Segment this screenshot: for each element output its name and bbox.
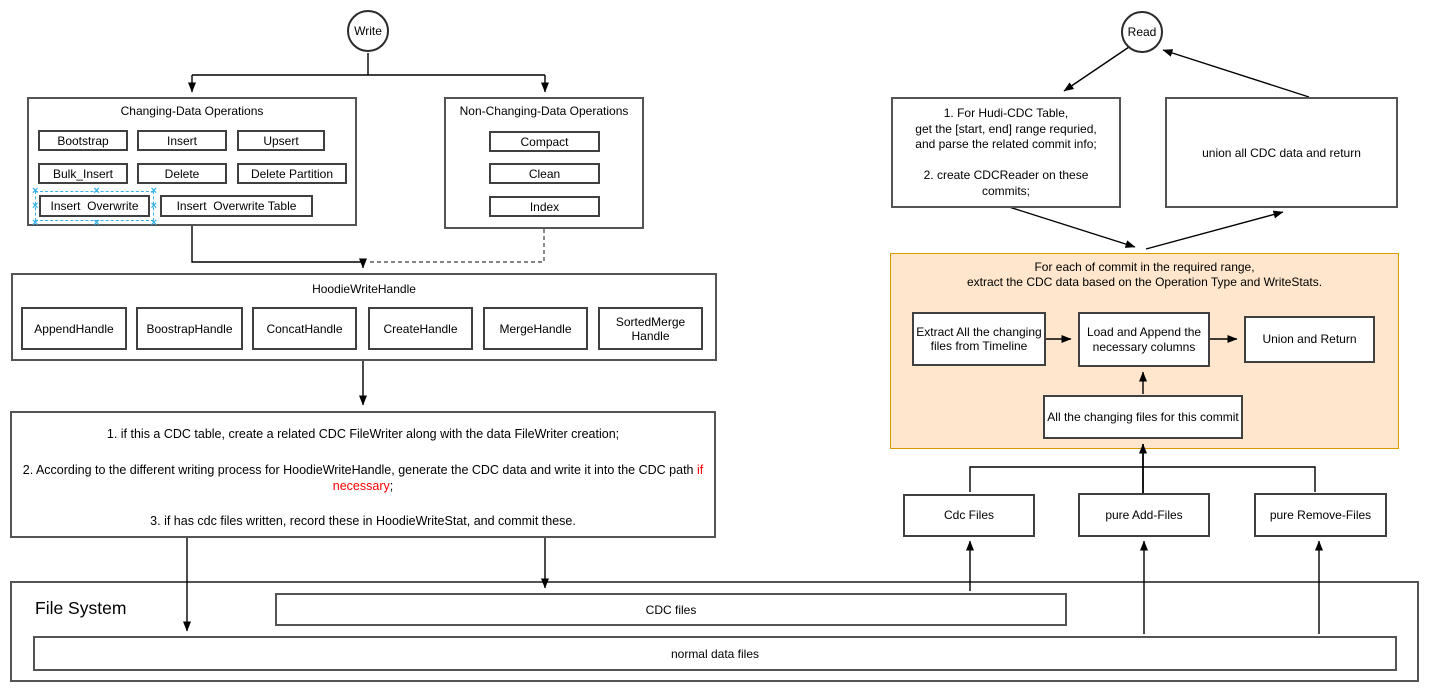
- boostrap-handle-node[interactable]: BoostrapHandle: [136, 307, 243, 350]
- concat-handle-node[interactable]: ConcatHandle: [252, 307, 357, 350]
- normal-data-files-bar[interactable]: normal data files: [33, 636, 1397, 671]
- read-start-label: Read: [1127, 25, 1157, 39]
- op-bulk-insert[interactable]: Bulk_Insert: [38, 163, 128, 184]
- read-plan-node[interactable]: 1. For Hudi-CDC Table, get the [start, e…: [891, 97, 1121, 208]
- if-necessary-highlight: if necessary: [332, 463, 704, 493]
- write-step-3: 3. if has cdc files written, record thes…: [150, 514, 576, 528]
- changing-ops-title: Changing-Data Operations: [120, 104, 264, 118]
- all-changing-files-node[interactable]: All the changing files for this commit: [1043, 395, 1243, 439]
- op-bootstrap[interactable]: Bootstrap: [38, 130, 128, 151]
- create-handle-node[interactable]: CreateHandle: [368, 307, 473, 350]
- union-all-node[interactable]: union all CDC data and return: [1165, 97, 1398, 208]
- write-step-1: 1. if this a CDC table, create a related…: [106, 427, 620, 441]
- op-insert[interactable]: Insert: [137, 130, 227, 151]
- op-delete[interactable]: Delete: [137, 163, 227, 184]
- union-and-return-node[interactable]: Union and Return: [1244, 316, 1375, 363]
- op-compact[interactable]: Compact: [489, 131, 600, 152]
- append-handle-node[interactable]: AppendHandle: [21, 307, 127, 350]
- write-start-node[interactable]: Write: [347, 10, 389, 52]
- op-insert-overwrite-selected[interactable]: Insert Overwrite × × × × × × × ×: [32, 186, 157, 229]
- pure-add-files-node[interactable]: pure Add-Files: [1078, 493, 1210, 537]
- hoodie-write-handle-title: HoodieWriteHandle: [312, 282, 416, 296]
- load-append-columns-node[interactable]: Load and Append the necessary columns: [1078, 312, 1210, 367]
- per-commit-title: For each of commit in the required range…: [966, 260, 1323, 289]
- pure-remove-files-node[interactable]: pure Remove-Files: [1254, 493, 1387, 537]
- cdc-files-bar[interactable]: CDC files: [275, 593, 1067, 626]
- write-steps-node[interactable]: 1. if this a CDC table, create a related…: [10, 411, 716, 538]
- cdc-files-node[interactable]: Cdc Files: [903, 494, 1035, 537]
- sorted-merge-handle-node[interactable]: SortedMerge Handle: [598, 307, 703, 350]
- non-changing-ops-title: Non-Changing-Data Operations: [459, 104, 629, 118]
- op-delete-partition[interactable]: Delete Partition: [237, 163, 347, 184]
- op-upsert[interactable]: Upsert: [237, 130, 325, 151]
- write-start-label: Write: [354, 24, 382, 38]
- read-start-node[interactable]: Read: [1121, 11, 1163, 53]
- merge-handle-node[interactable]: MergeHandle: [483, 307, 588, 350]
- op-clean[interactable]: Clean: [489, 163, 600, 184]
- op-index[interactable]: Index: [489, 196, 600, 217]
- extract-changing-files-node[interactable]: Extract All the changing files from Time…: [912, 312, 1046, 366]
- op-insert-overwrite-table[interactable]: Insert Overwrite Table: [160, 195, 313, 217]
- file-system-label: File System: [35, 598, 127, 618]
- write-step-2: 2. According to the different writing pr…: [22, 463, 704, 493]
